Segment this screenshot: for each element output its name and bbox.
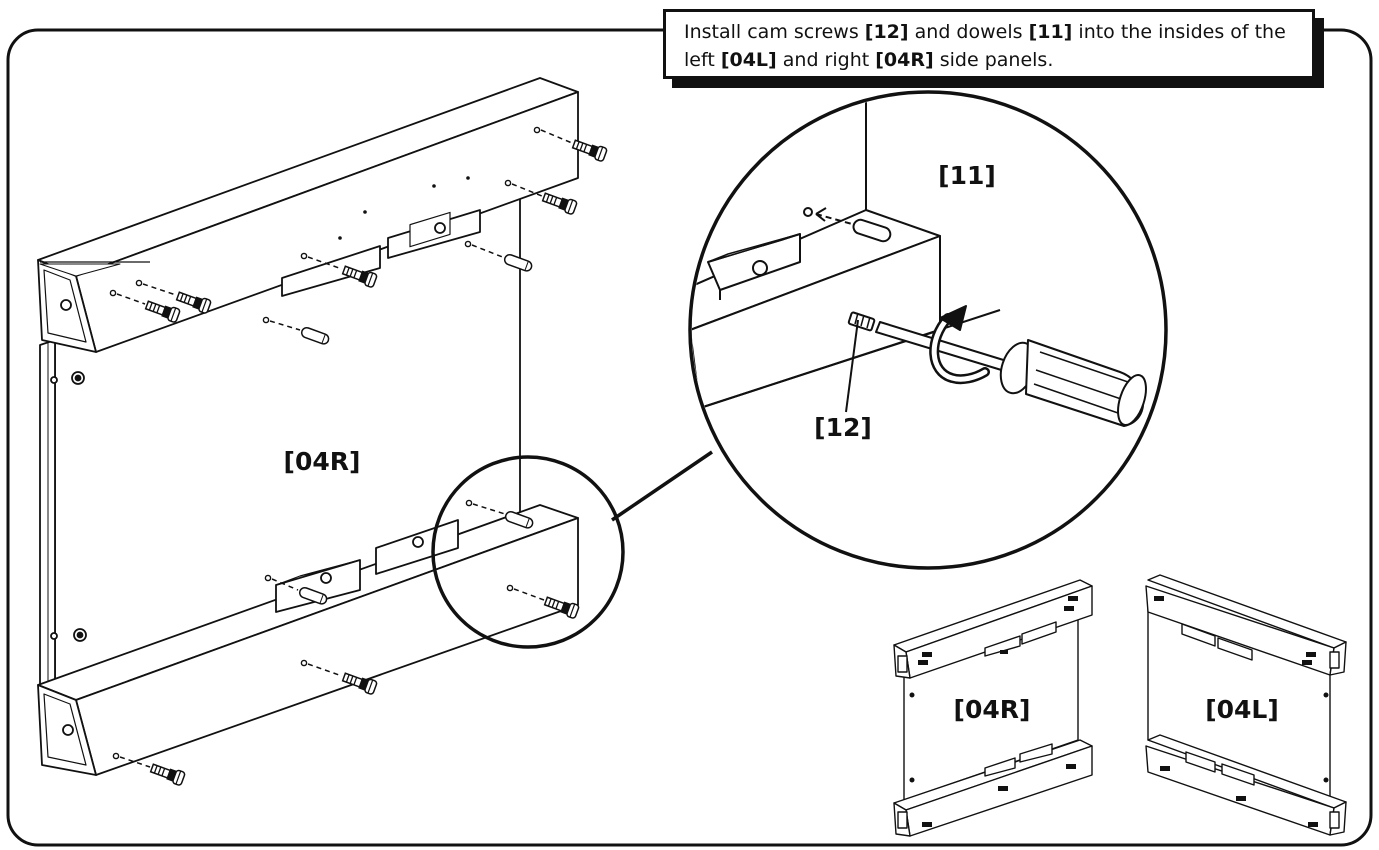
small-left-panel-fasteners [1154,596,1329,827]
small-right-panel-label: [04R] [954,695,1031,724]
main-panel-label: [04R] [284,447,361,476]
instruction-text-5: side panels. [933,49,1054,71]
small-left-panel-label: [04L] [1205,695,1279,724]
small-left-panel [1145,574,1347,836]
detail-magnified-view: [11] [12] [688,90,1168,570]
dowel-ref: [11] [1028,21,1073,43]
dowel-label: [11] [938,161,996,190]
main-side-panel [37,77,579,776]
small-right-panel [893,579,1093,837]
instruction-text-1: Install cam screws [684,21,865,43]
left-panel-ref: [04L] [720,49,777,71]
instruction-text-3: into the insides of the left [684,21,1286,71]
cam-screw-ref: [12] [864,21,909,43]
instruction-text-4: and right [776,49,876,71]
instruction-text-2: and dowels [908,21,1029,43]
small-right-panel-fasteners [909,596,1078,827]
magnifier-connector [611,450,713,522]
main-panel-fasteners [109,126,609,787]
cam-screw-label: [12] [814,413,872,442]
top-rail-dots [338,176,470,240]
instruction-box: Install cam screws [12] and dowels [11] … [663,9,1315,79]
right-panel-ref: [04R] [875,49,934,71]
detail-source-circle [431,455,625,649]
